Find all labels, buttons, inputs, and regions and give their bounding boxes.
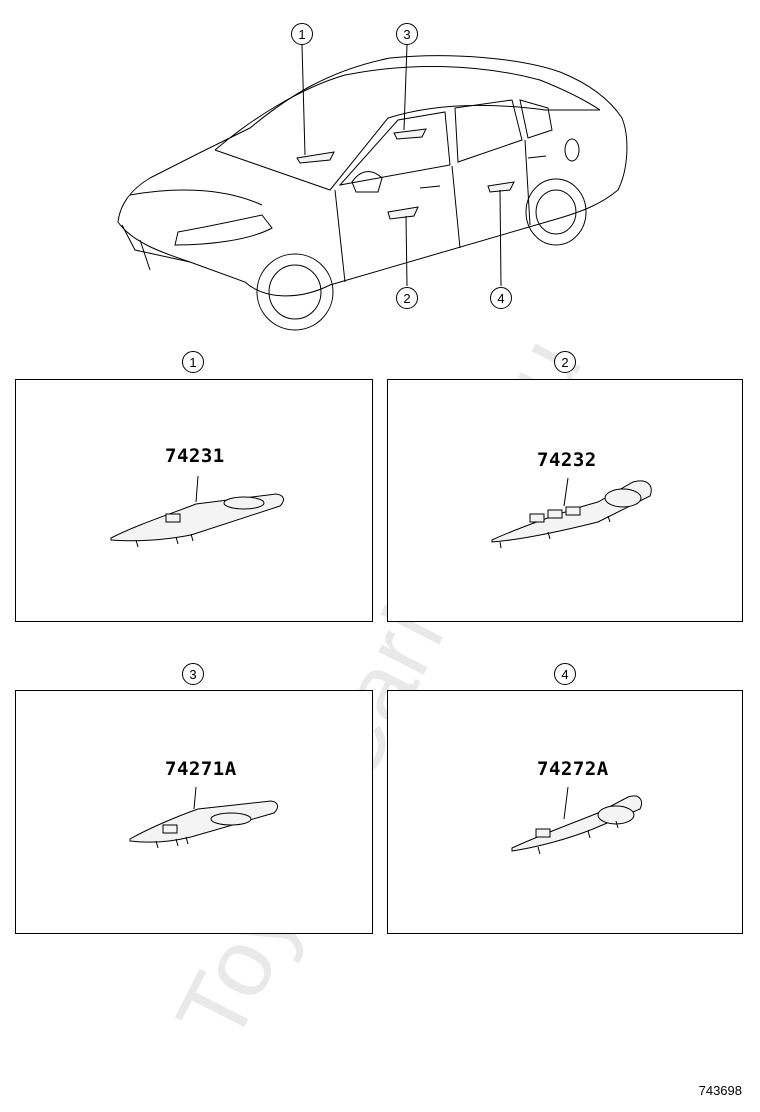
diagram-id: 743698 — [698, 1083, 742, 1098]
panel-4: 74272A — [387, 690, 743, 934]
overview-callout-4: 4 — [490, 287, 512, 309]
car-overview-illustration — [117, 44, 628, 331]
overview-callout-3: 3 — [396, 23, 418, 45]
panel-3: 74271A — [15, 690, 373, 934]
panel-1: 74231 — [15, 379, 373, 622]
panel-1-callout: 1 — [182, 351, 204, 373]
part-number-label: 74232 — [537, 449, 597, 471]
part-number-label: 74272A — [537, 758, 609, 780]
part-number-label: 74231 — [165, 445, 225, 467]
switch-bezel-part — [491, 477, 652, 549]
switch-bezel-part — [511, 786, 642, 855]
switch-bezel-part — [110, 475, 284, 548]
overview-callout-2: 2 — [396, 287, 418, 309]
panel-2: 74232 — [387, 379, 743, 622]
switch-bezel-part — [129, 786, 279, 849]
part-number-label: 74271A — [165, 758, 237, 780]
panel-3-callout: 3 — [182, 663, 204, 685]
panel-2-callout: 2 — [554, 351, 576, 373]
panel-4-callout: 4 — [554, 663, 576, 685]
overview-callout-1: 1 — [291, 23, 313, 45]
